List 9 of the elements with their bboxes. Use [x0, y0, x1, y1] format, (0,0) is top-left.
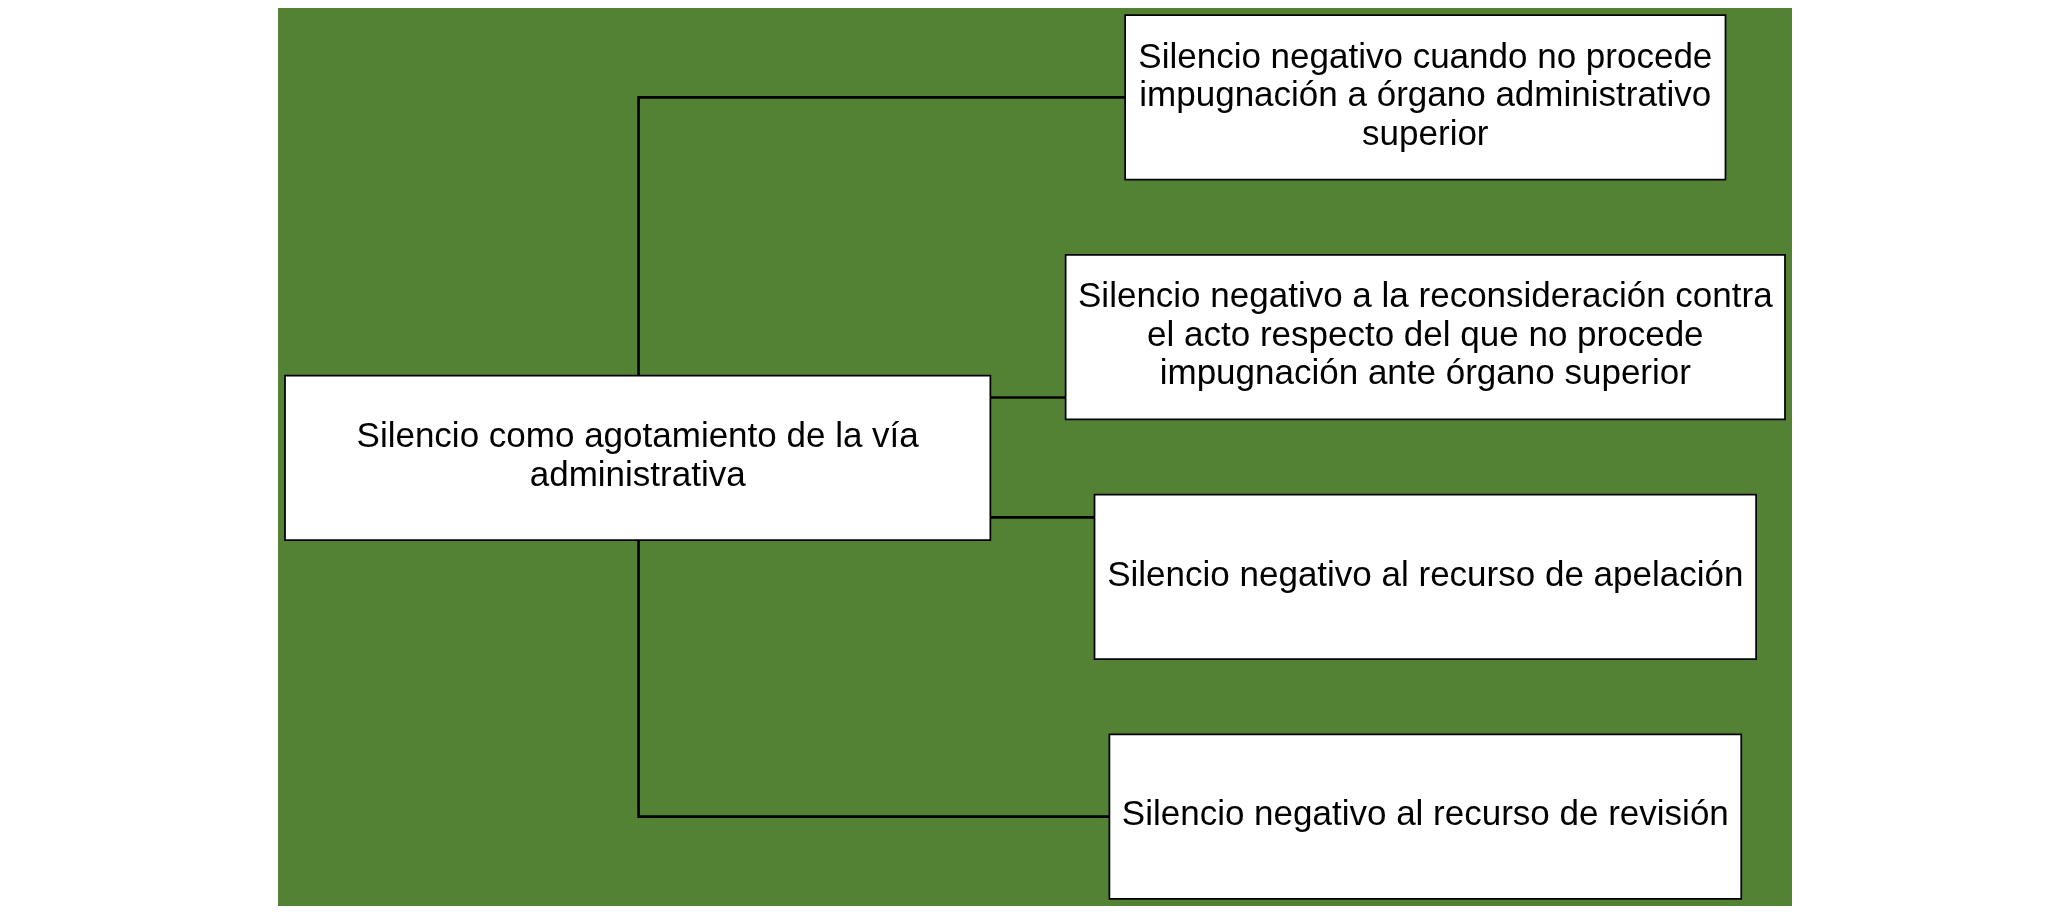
node-box: Silencio negativo al recurso de apelación — [1093, 493, 1757, 661]
node-box: Silencio negativo al recurso de revisión — [1108, 733, 1742, 900]
connector — [990, 516, 1094, 519]
connector — [990, 396, 1065, 399]
node-box: Silencio como agotamiento de la vía administrativa — [283, 374, 991, 541]
node-box: Silencio negativo cuando no procede impugnación a órgano administrativo superior — [1123, 14, 1726, 181]
connector — [636, 540, 1109, 818]
node-box: Silencio negativo a la reconsideración contra el acto respecto del que no procede impugnación ante órgano superior — [1064, 253, 1786, 421]
connector — [636, 96, 1125, 376]
